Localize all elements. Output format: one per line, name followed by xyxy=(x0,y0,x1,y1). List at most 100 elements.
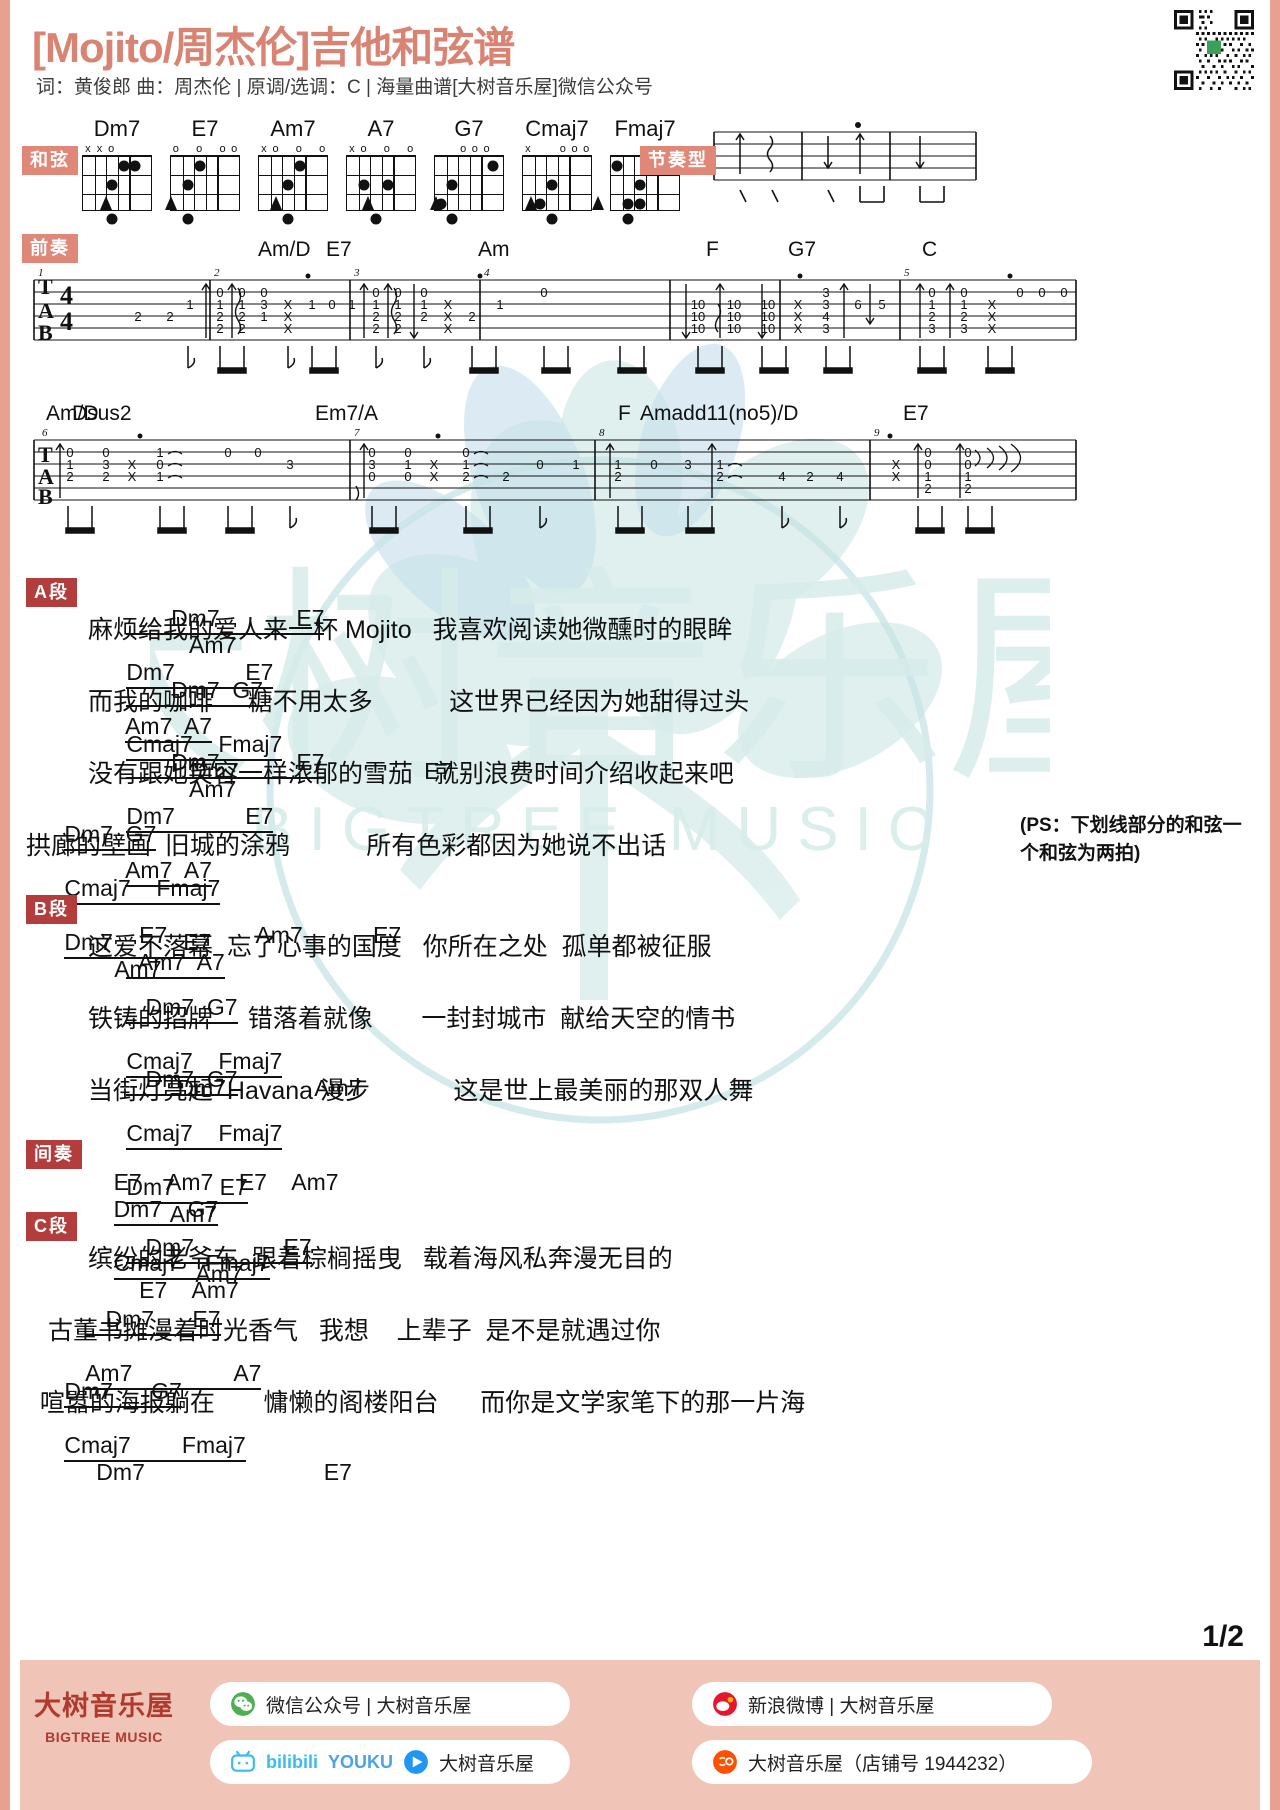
footer-item-video[interactable]: bilibili YOUKU 大树音乐屋 xyxy=(210,1740,570,1784)
brand-name-cn: 大树音乐屋 xyxy=(34,1691,174,1721)
label-section-b: B段 xyxy=(26,895,77,924)
svg-text:1: 1 xyxy=(156,469,163,484)
chord-span: E7 Am7 E7 Am7 xyxy=(113,1169,365,1195)
marker xyxy=(205,143,217,155)
svg-text:X: X xyxy=(284,321,293,336)
tab-chord-label: Dsus2 xyxy=(72,402,132,425)
lyric-line: 拱廊的壁画 旧城的涂鸦 所有色彩都因为她说不出话 xyxy=(26,832,667,860)
svg-text:0: 0 xyxy=(372,285,379,300)
svg-text:3: 3 xyxy=(353,268,360,279)
svg-text:9: 9 xyxy=(874,428,880,439)
chord-diagram-cmaj7: Cmaj7 x o o o xyxy=(522,116,592,225)
svg-text:10: 10 xyxy=(691,321,705,336)
svg-text:0: 0 xyxy=(960,285,967,300)
chord-span: Dm7 E7 xyxy=(126,1234,312,1264)
chord-line: Dm7 G7 Cmaj7 Fmaj7 Dm7 E7 Am7 xyxy=(26,794,1148,982)
svg-text:2: 2 xyxy=(372,309,379,324)
svg-text:0: 0 xyxy=(928,285,935,300)
svg-text:1: 1 xyxy=(420,297,427,312)
footer-item-weibo[interactable]: 新浪微博 | 大树音乐屋 xyxy=(692,1682,1052,1726)
label-section-a: A段 xyxy=(26,578,77,607)
svg-text:X: X xyxy=(284,309,293,324)
fretboard-grid xyxy=(82,155,152,225)
marker xyxy=(393,143,405,155)
tab-chord-label: G7 xyxy=(788,238,817,261)
marker: o xyxy=(319,143,326,155)
footer-item-taobao[interactable]: 大树音乐屋（店铺号 1944232） xyxy=(692,1740,1092,1784)
marker xyxy=(305,143,317,155)
svg-text:2: 2 xyxy=(216,321,223,336)
marker: o xyxy=(483,143,490,155)
tab-chord-label: Amadd11(no5)/D xyxy=(640,402,799,425)
marker xyxy=(610,143,622,155)
lyric-line: 没有跟她笑容一样浓郁的雪茄 就别浪费时间介绍收起来吧 xyxy=(88,760,734,788)
svg-text:1: 1 xyxy=(496,297,503,312)
chord-span: Cmaj7 Fmaj7 xyxy=(64,1432,246,1462)
svg-text:5: 5 xyxy=(878,297,885,312)
svg-text:5: 5 xyxy=(904,268,910,279)
label-intro: 前奏 xyxy=(22,234,78,263)
svg-text:0: 0 xyxy=(420,285,427,300)
marker: x xyxy=(85,143,91,155)
svg-text:0: 0 xyxy=(540,285,547,300)
marker: o xyxy=(172,143,179,155)
svg-text:1: 1 xyxy=(348,297,355,312)
chord-span: Am7 xyxy=(126,776,320,802)
svg-text:1: 1 xyxy=(572,457,579,472)
svg-text:0: 0 xyxy=(404,469,411,484)
svg-text:2: 2 xyxy=(214,268,220,279)
svg-text:1: 1 xyxy=(928,297,935,312)
svg-text:1: 1 xyxy=(394,297,401,312)
chord-name: Fmaj7 xyxy=(614,116,676,141)
chord-line: Dm7 E7 Am7 xyxy=(88,1207,1148,1287)
chord-diagram-dm7: Dm7 x x o xyxy=(82,116,152,225)
svg-text:2: 2 xyxy=(134,309,141,324)
chord-span: Dm7 E7 xyxy=(64,1459,352,1485)
lyric-line: 当街灯亮起 Havana 漫步 这是世上最美丽的那双人舞 xyxy=(88,1077,754,1105)
svg-text:X: X xyxy=(794,309,803,324)
chord-name: A7 xyxy=(367,116,395,141)
svg-text:0: 0 xyxy=(368,469,375,484)
marker: o xyxy=(583,143,590,155)
svg-text:X: X xyxy=(794,297,803,312)
chord-name: G7 xyxy=(454,116,484,141)
lyric-line: 麻烦给我的爱人来一杯 Mojito 我喜欢阅读她微醺时的眼眸 xyxy=(88,616,733,644)
svg-text:0: 0 xyxy=(1038,285,1045,300)
tab-chord-label: Em7/A xyxy=(315,402,379,425)
svg-text:2: 2 xyxy=(238,309,245,324)
chord-span: Dm7 E7 xyxy=(126,1174,248,1204)
svg-text:T: T xyxy=(38,442,53,467)
chord-span: Cmaj7 Fmaj7 xyxy=(126,1120,283,1150)
marker: o xyxy=(196,143,203,155)
svg-text:2: 2 xyxy=(928,309,935,324)
marker xyxy=(281,143,293,155)
page-number: 1/2 xyxy=(1202,1620,1244,1653)
svg-text:2: 2 xyxy=(806,469,813,484)
svg-text:0: 0 xyxy=(254,445,261,460)
svg-text:2: 2 xyxy=(502,469,509,484)
chord-span: Cmaj7 Fmaj7 xyxy=(113,1250,270,1280)
marker xyxy=(534,143,546,155)
svg-text:4: 4 xyxy=(822,309,829,324)
svg-text:3: 3 xyxy=(822,321,829,336)
chord-line: Dm7 E7 Am7 Dm7 E7 Am7 A7 xyxy=(88,578,1148,743)
tab-chord-label: Am xyxy=(478,238,510,261)
open-mute-markers: x o o o xyxy=(258,143,328,155)
chord-diagram-g7: G7 o o o xyxy=(434,116,504,225)
footer-item-wechat[interactable]: 微信公众号 | 大树音乐屋 xyxy=(210,1682,570,1726)
lyric-line: 这爱不落幕 忘了心事的国度 你所在之处 孤单都被征服 xyxy=(88,933,712,961)
tab-chord-label: Am/D xyxy=(46,402,99,425)
svg-text:4: 4 xyxy=(60,281,73,310)
section-c-block: Dm7 E7 Am7 缤纷的老爷车 跟着棕榈摇曳 载着海风私奔漫无目的 Dm7 … xyxy=(40,1207,1148,1485)
svg-text:1: 1 xyxy=(372,297,379,312)
chord-span: Am7 A7 xyxy=(125,857,213,887)
chord-span: Dm7 G7 xyxy=(64,1378,182,1408)
fretboard-grid xyxy=(346,155,416,225)
svg-text:0: 0 xyxy=(156,457,163,472)
marker xyxy=(129,143,141,155)
chord-span: Dm7 G7 xyxy=(64,821,157,851)
marker: o xyxy=(460,143,467,155)
svg-text:1: 1 xyxy=(964,469,971,484)
